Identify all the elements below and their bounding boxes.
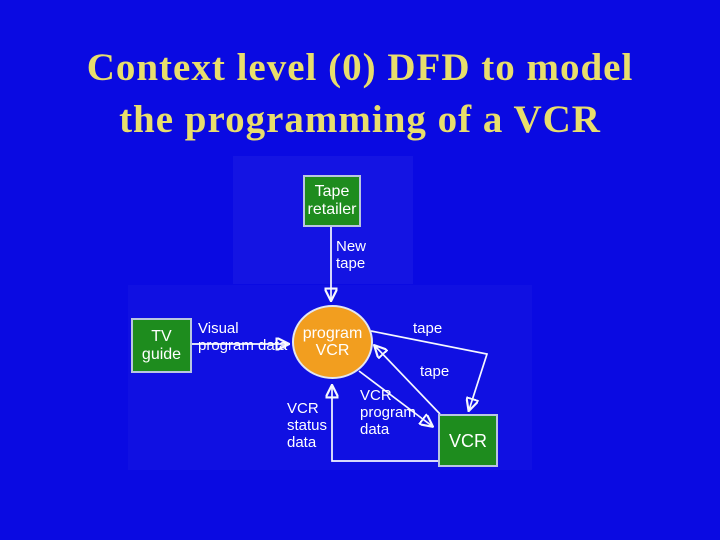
flow-label-vcr-program-data: VCR program data bbox=[360, 387, 416, 438]
entity-vcr: VCR bbox=[438, 414, 498, 467]
process-program-vcr: program VCR bbox=[292, 305, 373, 379]
entity-tv-guide-label: TV guide bbox=[141, 327, 182, 363]
entity-tape-retailer: Tape retailer bbox=[303, 175, 361, 227]
process-program-vcr-label: program VCR bbox=[302, 325, 363, 359]
flow-label-tape-to-process: tape bbox=[420, 363, 450, 380]
flow-label-vcr-status-data: VCR status data bbox=[287, 400, 328, 451]
slide-title-line-1: Context level (0) DFD to model bbox=[86, 46, 634, 89]
flow-label-tape-to-vcr: tape bbox=[413, 320, 443, 337]
entity-tv-guide: TV guide bbox=[131, 318, 192, 373]
flow-label-visual-program-data: Visual program data bbox=[198, 320, 288, 354]
entity-vcr-label: VCR bbox=[448, 430, 487, 451]
slide-title: Context level (0) DFD to model the progr… bbox=[0, 42, 720, 146]
entity-tape-retailer-label: Tape retailer bbox=[307, 183, 357, 218]
flow-label-new-tape: New tape bbox=[336, 238, 367, 272]
slide-title-line-2: the programming of a VCR bbox=[119, 98, 601, 141]
